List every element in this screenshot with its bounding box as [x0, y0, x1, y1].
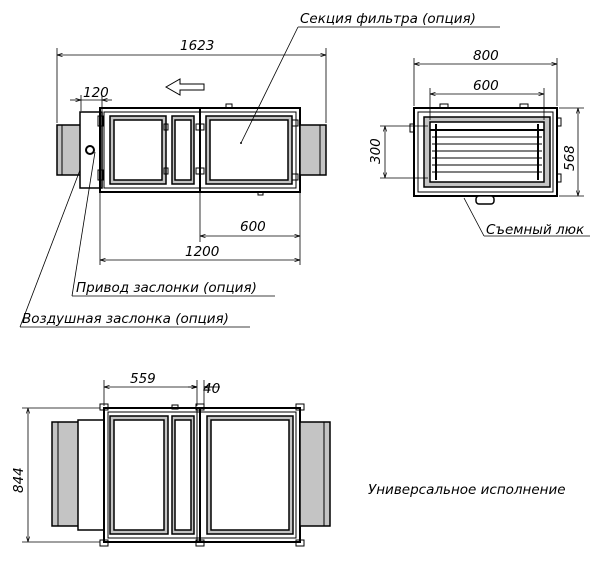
dim-depth: 844 — [11, 467, 27, 493]
damper-drive-icon — [85, 145, 95, 155]
damper-block — [79, 111, 103, 189]
inlet-duct — [56, 124, 84, 176]
dim-offset-40: 40 — [203, 381, 220, 397]
dim-duct-height: 300 — [368, 138, 384, 164]
front-view: 800 600 300 568 Съемный люк — [368, 48, 590, 238]
label-air-damper: Воздушная заслонка (опция) — [22, 311, 229, 327]
dim-filter-length: 600 — [240, 219, 266, 235]
hatch-handle-icon — [475, 195, 495, 205]
label-filter-section: Секция фильтра (опция) — [300, 11, 476, 27]
label-universal-version: Универсальное исполнение — [368, 482, 566, 498]
top-outlet-duct — [299, 421, 331, 527]
label-removable-hatch: Съемный люк — [486, 222, 585, 238]
dim-width-outer: 800 — [473, 48, 499, 64]
dim-width-inner: 600 — [473, 78, 499, 94]
dim-height: 568 — [562, 145, 578, 171]
label-damper-drive: Привод заслонки (опция) — [76, 280, 257, 296]
outlet-duct — [299, 124, 327, 176]
dim-total-length: 1623 — [180, 38, 214, 54]
dim-flange: 120 — [83, 85, 109, 101]
airflow-arrow-icon — [164, 78, 205, 96]
dim-body-length: 1200 — [185, 244, 219, 260]
dim-offset-559: 559 — [130, 371, 156, 387]
top-view: 559 40 844 Универсальное исполнение — [11, 371, 566, 547]
side-view: 1623 120 600 1200 Секция фильтра (опция)… — [19, 11, 500, 328]
